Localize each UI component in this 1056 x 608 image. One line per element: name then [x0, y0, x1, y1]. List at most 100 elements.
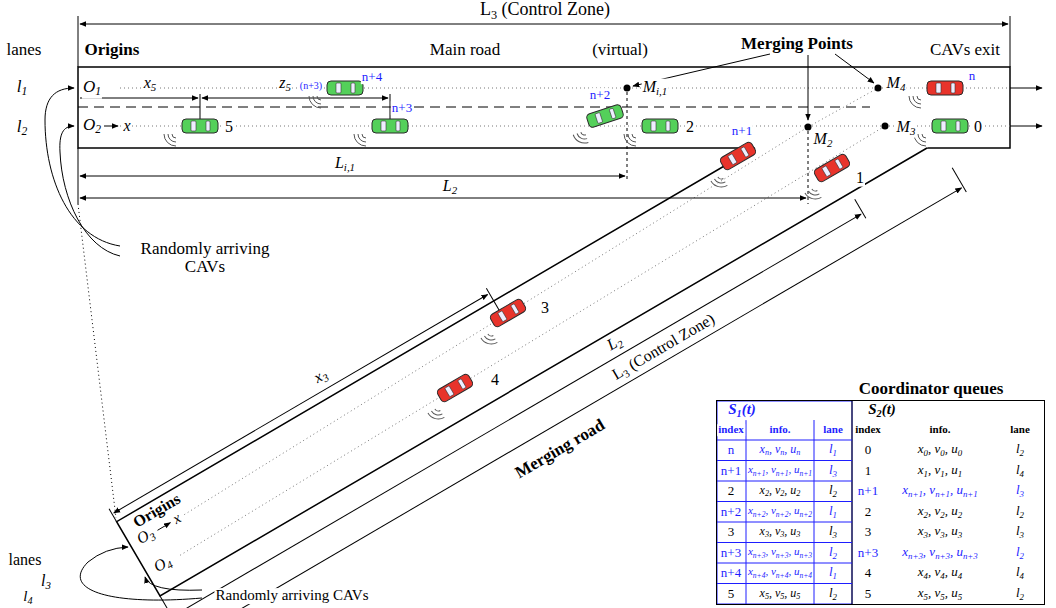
text-part: [926, 482, 929, 497]
car-icon: [909, 81, 963, 108]
text-part: 4: [28, 595, 33, 606]
text-part: 1: [833, 509, 837, 519]
text-part: 3: [46, 579, 51, 591]
text-part: n+2: [799, 509, 812, 518]
text-part: n+1: [776, 468, 789, 477]
car-icon: [473, 298, 533, 349]
text-part: v: [935, 462, 941, 477]
car-window: [396, 121, 400, 131]
road-label: 1: [855, 170, 865, 187]
text-part: ,: [765, 504, 768, 516]
text-part: 3: [765, 530, 769, 539]
text-part: [772, 524, 775, 538]
wireless-arc: [714, 175, 725, 186]
car-body: [932, 119, 968, 133]
text-part: ,: [945, 503, 948, 518]
wireless-arc: [922, 134, 926, 138]
text-part: [768, 566, 771, 578]
table-cell: n: [727, 443, 736, 457]
table-grid: [717, 460, 852, 461]
wireless-arc: [718, 175, 723, 180]
table-cell: x1, v1, u1: [917, 463, 963, 479]
car-icon: [420, 373, 480, 424]
table-cell: 3: [864, 525, 873, 539]
text-part: n+1: [753, 468, 766, 477]
table-cell: l1: [828, 442, 838, 458]
table-grid: [717, 501, 852, 502]
road-label: O1: [82, 78, 102, 99]
table-cell: l2: [828, 483, 838, 499]
table-cell: l3: [828, 463, 838, 479]
text-part: [948, 585, 951, 600]
text-part: l: [17, 117, 22, 136]
text-part: [768, 504, 771, 516]
text-part: u: [794, 545, 800, 557]
text-part: v: [771, 545, 776, 557]
text-part: n+4: [753, 571, 766, 580]
text-part: ,: [945, 564, 948, 579]
text-part: x: [918, 585, 924, 600]
table-cell: x3, v3, u3: [917, 524, 963, 540]
wireless-arc: [577, 131, 587, 141]
car-window: [651, 121, 656, 131]
text-part: 2: [21, 125, 27, 138]
text-part: [931, 441, 934, 456]
text-part: 1: [21, 85, 27, 98]
text-part: [926, 544, 929, 559]
car-window: [381, 121, 386, 131]
text-part: 5: [780, 592, 784, 601]
car-window: [206, 121, 210, 131]
table-grid: [717, 522, 852, 523]
dimension-line: [188, 188, 962, 608]
text-part: x: [760, 585, 765, 599]
text-part: n: [765, 448, 769, 457]
road-label: n+4: [361, 70, 383, 84]
car-icon: [354, 119, 408, 146]
text-part: u: [951, 523, 958, 538]
text-part: x: [760, 524, 765, 538]
wireless-arc: [313, 96, 321, 104]
road-label: Merging Points: [740, 35, 854, 53]
table-cell: xn+2, vn+2, un+2: [747, 505, 813, 518]
table-cell: l2: [1015, 504, 1025, 520]
text-part: M: [814, 130, 827, 147]
text-part: 2: [765, 489, 769, 498]
text-part: 0: [958, 448, 962, 458]
car-window: [741, 147, 749, 158]
wireless-arc: [317, 96, 321, 100]
table-cell: x4, v4, u4: [917, 565, 963, 581]
text-part: u: [956, 544, 963, 559]
text-part: l: [1016, 503, 1020, 518]
text-part: l: [17, 77, 22, 96]
car-body: [182, 119, 218, 133]
wireless-arc: [168, 134, 176, 142]
text-part: (Control Zone): [622, 310, 717, 375]
car-window: [511, 304, 519, 315]
text-part: [931, 503, 934, 518]
car-window: [956, 121, 960, 131]
text-part: n+4: [776, 571, 789, 580]
text-part: L: [335, 154, 344, 171]
text-part: n+4: [799, 571, 812, 580]
text-part: ,: [928, 462, 931, 477]
text-part: 2: [1020, 509, 1024, 519]
table-grid: [717, 583, 852, 584]
text-part: n+1: [935, 489, 950, 499]
car-window: [609, 108, 616, 119]
table-heading: Coordinator queues: [858, 380, 1005, 398]
car-body: [489, 298, 527, 328]
text-part: ,: [945, 585, 948, 600]
table-cell: l2: [1015, 586, 1025, 602]
text-part: (Control Zone): [497, 0, 610, 19]
text-part: l: [829, 585, 833, 600]
text-part: x: [748, 504, 753, 516]
text-part: u: [794, 566, 800, 578]
text-part: [931, 564, 934, 579]
table-cell: l2: [828, 545, 838, 561]
table-cell: x3, v3, u3: [759, 525, 802, 540]
text-part: [787, 524, 790, 538]
text-part: [948, 564, 951, 579]
text-part: 5: [796, 592, 800, 601]
text-part: x: [918, 441, 924, 456]
text-part: 1: [737, 408, 742, 419]
